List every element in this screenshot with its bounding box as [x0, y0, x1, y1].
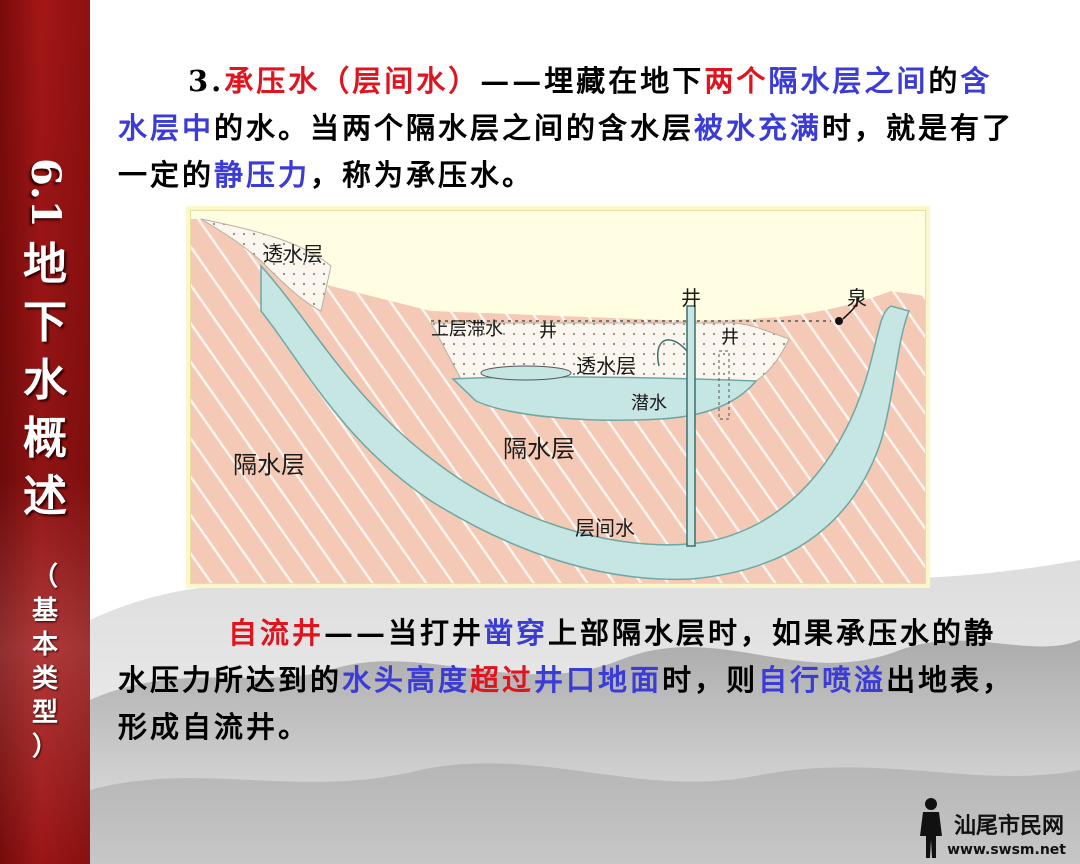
- groundwater-diagram: 透水层 上层滞水 井 井 井 透水层 潜水 泉 隔水层 隔水层 层间水: [190, 210, 926, 584]
- shallow-well: [718, 350, 730, 420]
- section-title-char: 述: [23, 470, 67, 522]
- label-well-1: 井: [539, 321, 557, 342]
- term-confined-water: 承压水（层间水）: [224, 64, 481, 98]
- label-aquiclude-center: 隔水层: [503, 435, 575, 463]
- highlight-exceed: 超过: [470, 663, 535, 697]
- section-title-char: 概: [23, 412, 67, 464]
- section-subtitle-char: 本: [31, 630, 58, 660]
- label-permeable-top: 透水层: [263, 242, 323, 266]
- perched-water: [480, 365, 572, 381]
- section-subtitle-char: 类: [31, 664, 58, 694]
- section-subtitle-char: （: [31, 562, 58, 592]
- text-span: 上部隔水层时，如果承压水的静水压力所达到的: [118, 616, 997, 697]
- section-title: 6.1 地 下 水 概 述: [12, 158, 78, 526]
- label-spring: 泉: [847, 286, 867, 310]
- site-watermark: 汕尾市民网 www.swsm.net: [914, 790, 1074, 862]
- cross-section-svg: 透水层 上层滞水 井 井 井 透水层 潜水 泉 隔水层 隔水层 层间水: [191, 218, 925, 583]
- sidebar: [0, 0, 90, 864]
- highlight-drill-through: 凿穿: [484, 616, 549, 650]
- section-subtitle-char: 基: [31, 596, 58, 626]
- label-well-2: 井: [681, 286, 701, 310]
- label-interlayer-water: 层间水: [575, 516, 635, 540]
- confined-aquifer-band: [260, 264, 911, 581]
- item-number: 3.: [188, 64, 225, 98]
- section-title-char: 水: [23, 354, 67, 406]
- section-title-char: 下: [23, 296, 67, 348]
- label-phreatic-water: 潜水: [631, 393, 667, 414]
- spring-icon: [835, 317, 843, 325]
- text-span: 时，就是有了一定的: [118, 111, 1015, 192]
- text-span: ——当打井: [324, 616, 485, 650]
- text-span: 的水。当两个隔水层之间的含水层: [214, 111, 695, 145]
- section-title-char: 地: [23, 238, 67, 290]
- label-aquiclude-left: 隔水层: [233, 451, 305, 479]
- term-artesian-well: 自流井: [228, 616, 325, 650]
- watermark-name: 汕尾市民网: [953, 813, 1064, 839]
- section-number: 6.1: [22, 158, 69, 228]
- highlight-two: 两个: [704, 64, 769, 98]
- spring-line: [842, 296, 860, 320]
- artesian-well: [686, 305, 696, 547]
- text-span: 时，则: [662, 663, 759, 697]
- label-perched-water: 上层滞水: [431, 319, 503, 340]
- text-span: 的: [928, 64, 961, 98]
- section-subtitle: （ 基 本 类 型 ）: [24, 560, 66, 764]
- label-permeable-middle: 透水层: [576, 354, 636, 378]
- text-span: ——埋藏在地下: [480, 64, 705, 98]
- confined-water-definition: 3.承压水（层间水）——埋藏在地下两个隔水层之间的含水层中的水。当两个隔水层之间…: [118, 58, 1018, 199]
- text-span: ，称为承压水。: [310, 158, 535, 192]
- label-well-3: 井: [721, 327, 739, 348]
- sidebar-shading: [0, 0, 90, 864]
- artesian-spout: [657, 339, 688, 367]
- highlight-filled: 被水充满: [694, 111, 823, 145]
- highlight-self-overflow: 自行喷溢: [758, 663, 887, 697]
- section-subtitle-char: ）: [31, 732, 58, 762]
- highlight-in-aquifer: 含水层中: [118, 64, 993, 145]
- section-subtitle-char: 型: [31, 698, 58, 728]
- highlight-wellhead-ground: 井口地面: [534, 663, 663, 697]
- text-span: 出地表，形成自流井。: [118, 663, 1015, 744]
- highlight-head-height: 水头高度: [342, 663, 471, 697]
- permeable-layer-top: [200, 218, 332, 312]
- figure-icon: [920, 798, 942, 858]
- artesian-well-definition: 自流井——当打井凿穿上部隔水层时，如果承压水的静水压力所达到的水头高度超过井口地…: [118, 610, 1018, 751]
- highlight-between-aquicludes: 隔水层之间: [768, 64, 929, 98]
- watermark-url: www.swsm.net: [947, 842, 1066, 858]
- highlight-static-pressure: 静压力: [214, 158, 311, 192]
